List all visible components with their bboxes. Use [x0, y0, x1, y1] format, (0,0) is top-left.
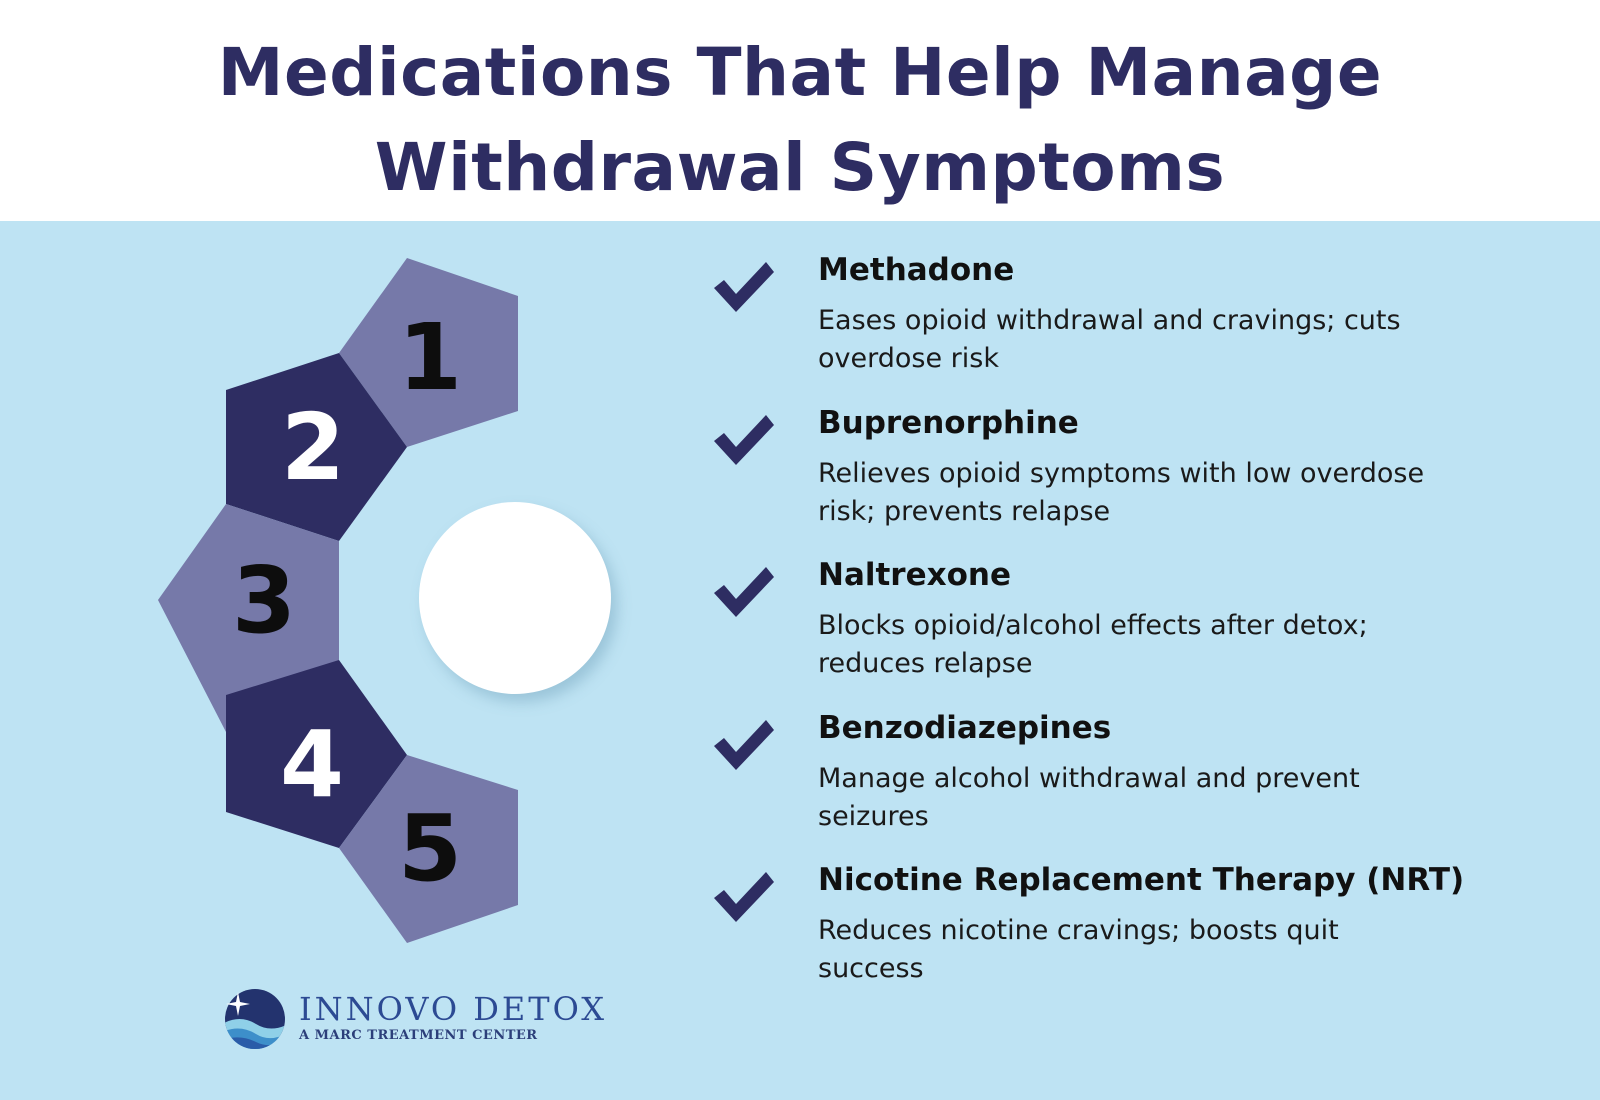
check-icon: [714, 720, 774, 770]
item-description: Reduces nicotine cravings; boosts quit s…: [818, 915, 1339, 984]
innovo-detox-logo: INNOVO DETOX A MARC TREATMENT CENTER: [222, 984, 604, 1054]
page-title-line-2: Withdrawal Symptoms: [374, 129, 1226, 206]
item-name: Nicotine Replacement Therapy (NRT): [818, 862, 1465, 898]
pentagon-3-number: 3: [232, 547, 296, 654]
item-name: Benzodiazepines: [818, 710, 1112, 746]
page-title-line-1: Medications That Help Manage: [217, 34, 1383, 111]
center-circle: [419, 502, 611, 694]
pentagon-1: [339, 258, 518, 447]
item-name: Naltrexone: [818, 557, 1012, 593]
pentagon-5: [339, 755, 518, 943]
check-icon: [714, 567, 774, 617]
header: Medications That Help Manage Withdrawal …: [0, 0, 1600, 221]
logo-name: INNOVO DETOX: [299, 990, 608, 1028]
check-icon: [714, 415, 774, 465]
item-description: Blocks opioid/alcohol effects after deto…: [818, 610, 1368, 679]
pentagon-4: [226, 660, 407, 848]
pentagon-2-number: 2: [281, 394, 345, 501]
pentagon-2: [226, 353, 407, 541]
item-name: Methadone: [818, 252, 1015, 288]
check-icon: [714, 872, 774, 922]
check-icon: [714, 262, 774, 312]
logo-emblem-icon: [225, 989, 285, 1049]
logo-tagline: A MARC TREATMENT CENTER: [299, 1028, 538, 1043]
pentagon-5-number: 5: [398, 795, 462, 902]
numbered-pentagon-arc: 1 2 3 4 5: [158, 258, 518, 943]
item-description: Manage alcohol withdrawal and prevent se…: [818, 763, 1360, 832]
item-description: Relieves opioid symptoms with low overdo…: [818, 458, 1425, 527]
pentagon-1-number: 1: [398, 304, 462, 411]
pentagon-4-number: 4: [280, 711, 344, 818]
item-description: Eases opioid withdrawal and cravings; cu…: [818, 305, 1401, 374]
item-name: Buprenorphine: [818, 405, 1079, 441]
